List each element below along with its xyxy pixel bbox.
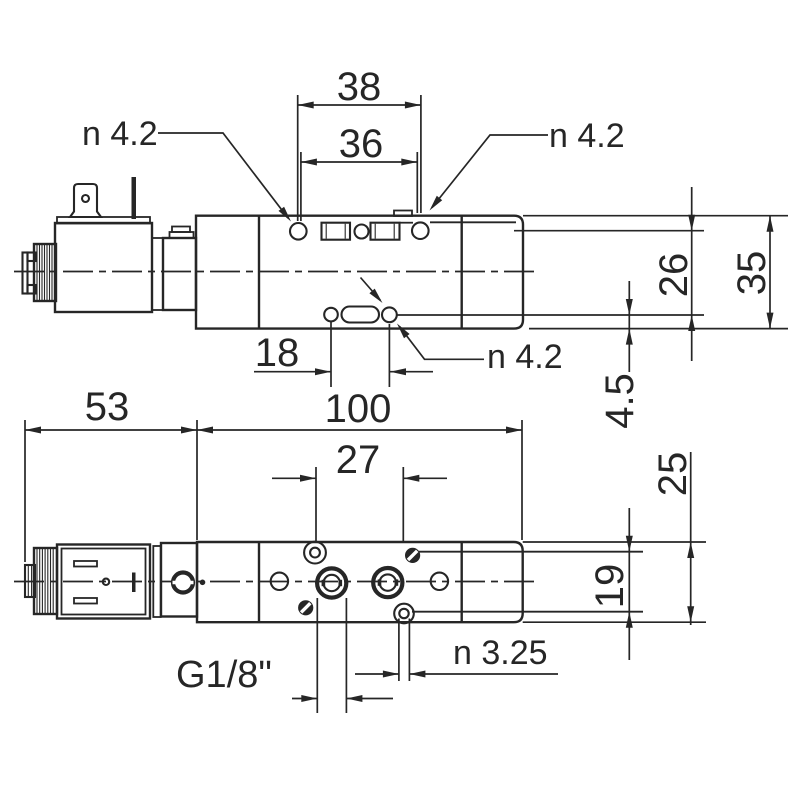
callout-n42-top-right: n 4.2 (429, 117, 625, 211)
threaded-port-2 (371, 565, 405, 600)
callout-n42-top-right-text: n 4.2 (549, 117, 625, 155)
knurl-ribs-bottom (36, 549, 54, 613)
mounting-flange (161, 236, 198, 312)
dim-19-text: 19 (588, 564, 632, 609)
valve-body-side (194, 209, 525, 330)
counterbore-top-hole (309, 546, 321, 559)
coil-top-cap (56, 216, 151, 225)
coil-inner-face (60, 547, 147, 616)
callout-n42-bottom-text: n 4.2 (487, 338, 563, 376)
counterbore-bottom (393, 602, 415, 625)
port-hole-left (269, 571, 290, 592)
clip-arm-top (26, 251, 38, 263)
mounting-hole-bottom-right (380, 306, 398, 324)
armature-tube (151, 237, 164, 311)
counterbore-top (303, 540, 327, 565)
center-pin-hole (101, 577, 111, 587)
top-face-slot-right (369, 221, 413, 241)
callout-n42-top-left-text: n 4.2 (82, 115, 158, 153)
dimension-n3-25: n 3.25 (355, 618, 558, 681)
port-hole-right (429, 571, 450, 592)
dim-n3-25-text: n 3.25 (453, 634, 548, 672)
dim-100-text: 100 (325, 387, 392, 431)
ground-pin-bottom (132, 572, 136, 592)
flange-step-bottom (168, 231, 195, 239)
dimension-25: 25 (651, 452, 695, 625)
knurl-ribs (36, 245, 53, 300)
bottom-view: 53 100 27 25 (14, 385, 706, 713)
mounting-hole-top-right (410, 221, 430, 241)
dim-g18-text: G1/8" (176, 654, 272, 696)
threaded-port-1 (315, 566, 349, 600)
counterbore-bottom-hole (398, 607, 410, 620)
valve-body-outline (194, 214, 525, 330)
side-view: 38 36 18 n 4.2 (14, 65, 788, 429)
dimension-35: 35 (730, 215, 774, 329)
dimension-g18: G1/8" (176, 598, 393, 713)
bottom-face-slot (340, 305, 381, 324)
callout-n42-top-left: n 4.2 (82, 115, 291, 222)
terminal-slot-upper (73, 560, 98, 568)
dim-35-text: 35 (730, 251, 774, 296)
dim-27-text: 27 (336, 438, 381, 482)
solenoid-coil-bottom (23, 541, 206, 620)
dimension-53-100: 53 100 (24, 385, 523, 562)
coil-body-bottom (55, 543, 152, 620)
coil-body (53, 221, 154, 314)
override-dot (199, 579, 206, 586)
terminal-hole (80, 193, 91, 204)
dim-18-text: 18 (255, 331, 300, 375)
dim-38-text: 38 (337, 65, 382, 109)
clip-arm-bottom (26, 283, 38, 295)
solenoid-coil-side (21, 177, 198, 314)
top-face-hole-middle (353, 223, 370, 240)
dim-53-text: 53 (85, 385, 130, 429)
body-top-tab (393, 209, 413, 217)
dimension-27: 27 (272, 438, 447, 541)
retaining-clip (21, 251, 29, 295)
pilot-hole-bottom-slash (299, 601, 312, 614)
dim-4-5-text: 4.5 (598, 373, 642, 429)
dimension-19: 19 (588, 508, 633, 660)
dimension-38: 38 (296, 65, 422, 221)
spade-terminal (67, 182, 104, 219)
dimension-18: 18 (254, 322, 433, 387)
dim-25-text: 25 (651, 452, 695, 497)
mounting-hole-top-left (288, 221, 308, 241)
valve-body-bottom (195, 540, 643, 625)
callout-n42-bottom: n 4.2 (359, 276, 563, 376)
terminal-slot-lower (73, 597, 98, 605)
dim-26-text: 26 (652, 253, 696, 298)
dim-36-text: 36 (339, 122, 384, 166)
ground-pin (131, 177, 136, 219)
top-face-slot-left (320, 221, 352, 241)
pilot-hole-top-slash (406, 549, 419, 562)
dimension-36: 36 (300, 122, 419, 221)
dimension-26: 26 (652, 187, 696, 361)
dimension-4-5: 4.5 (598, 281, 642, 429)
side-view-right-dimensions: 26 35 4.5 (396, 187, 788, 429)
mounting-hole-bottom-left (323, 306, 339, 323)
bottom-view-right-dimensions: 25 19 (522, 452, 706, 660)
valve-body-bottom-outline (195, 540, 524, 624)
